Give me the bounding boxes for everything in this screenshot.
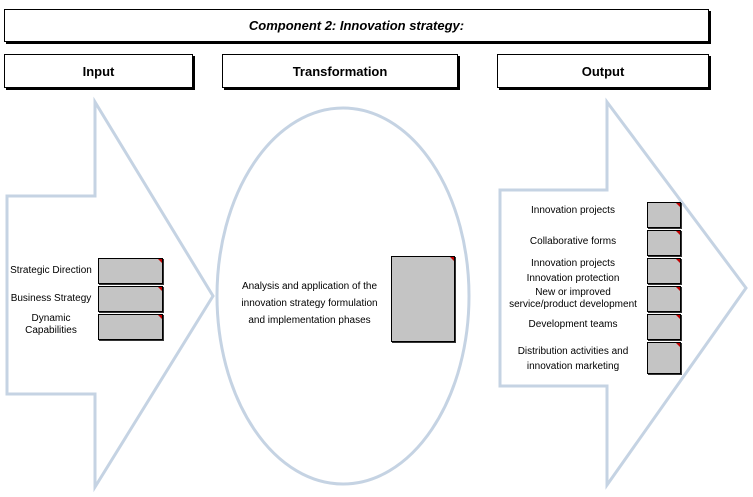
transformation-ellipse [215,106,471,486]
output-item-innovation-protection: Innovation protection [526,273,620,284]
output-item-innovation-projects: Innovation projects [531,205,615,216]
input-cell [98,314,163,340]
output-cell [647,258,681,284]
diagram-title: Component 2: Innovation strategy: [4,9,709,42]
input-item-business-strategy: Business Strategy [10,293,92,304]
input-cell [98,286,163,312]
output-cell [647,286,681,312]
output-item-distribution-marketing: Distribution activities and innovation m… [517,346,629,372]
output-cell [647,230,681,256]
output-cell [647,314,681,340]
transformation-header: Transformation [222,54,458,88]
output-arrow [498,97,748,490]
output-item-collaborative-forms: Collaborative forms [529,236,617,247]
input-item-strategic-direction: Strategic Direction [10,265,92,276]
output-cell [647,342,681,374]
output-header: Output [497,54,709,88]
transformation-cell [391,256,455,342]
output-item-service-product-development: New or improved service/product developm… [509,287,637,310]
output-cell [647,202,681,228]
transformation-text: Analysis and application of the innovati… [241,281,378,326]
input-cell [98,258,163,284]
output-item-development-teams: Development teams [528,319,618,330]
input-header: Input [4,54,193,88]
input-item-dynamic-capabilities: Dynamic Capabilities [25,313,77,336]
output-item-innovation-projects-2: Innovation projects [531,258,615,269]
